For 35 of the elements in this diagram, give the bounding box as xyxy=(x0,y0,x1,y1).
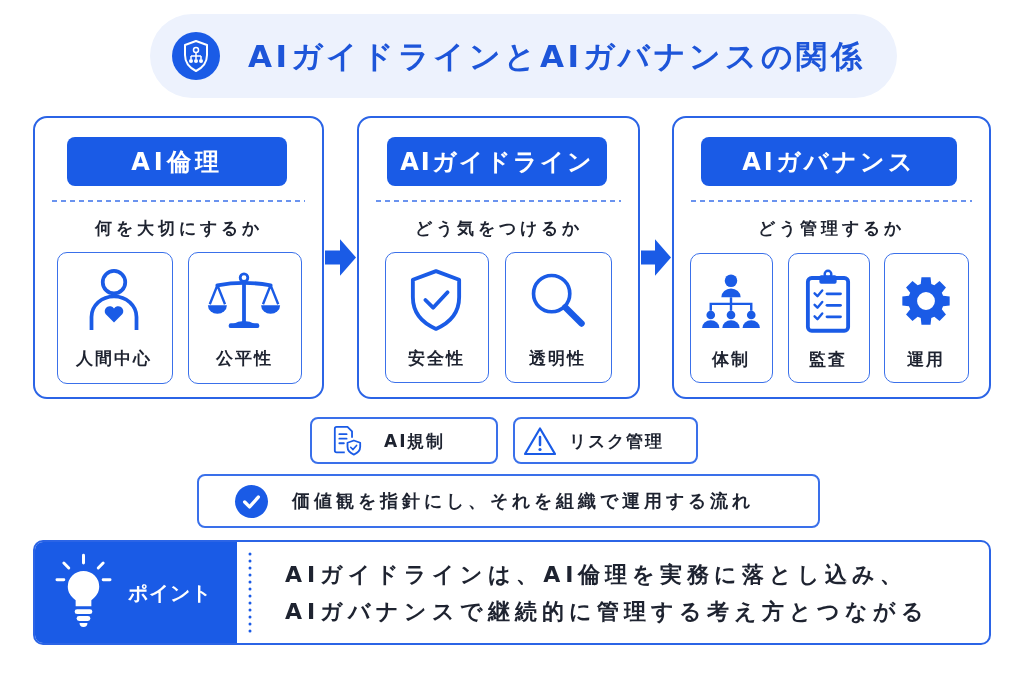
point-box xyxy=(33,540,991,645)
value-card xyxy=(385,252,489,383)
value-card xyxy=(505,252,612,383)
panel-subtitle: どう気をつけるか xyxy=(414,217,583,239)
value-card xyxy=(188,252,302,384)
topic-tag xyxy=(310,417,498,464)
point-text: AIガイドラインは、AI倫理を実務に落とし込み、AIガバナンスで継続的に管理する考え方とつながる xyxy=(285,561,931,626)
tag-label: リスク管理 xyxy=(569,429,664,452)
card-label: 透明性 xyxy=(529,347,587,369)
summary-banner xyxy=(197,474,820,528)
card-label: 公平性 xyxy=(215,347,273,369)
summary-text: 価値観を指針にし、それを組織で運用する流れ xyxy=(292,489,754,513)
card-label: 人間中心 xyxy=(76,347,153,369)
value-card xyxy=(788,253,870,383)
card-label: 安全性 xyxy=(407,347,465,369)
card-label: 体制 xyxy=(711,348,750,370)
category-panel xyxy=(33,116,324,399)
flow-arrow xyxy=(325,239,356,276)
card-label: 監査 xyxy=(809,348,848,370)
tag-label: AI規制 xyxy=(384,429,446,452)
panel-subtitle: どう管理するか xyxy=(758,217,905,239)
diagram-title: AIガイドラインとAIガバナンスの関係 xyxy=(248,37,866,76)
value-card xyxy=(884,253,969,383)
card-label: 運用 xyxy=(906,348,945,370)
point-heading: ポイント xyxy=(128,581,212,605)
topic-tag xyxy=(513,417,698,464)
value-card xyxy=(690,253,773,383)
panel-heading: AI倫理 xyxy=(67,137,287,186)
category-panel xyxy=(672,116,991,399)
flow-arrow xyxy=(641,239,671,276)
value-card xyxy=(57,252,173,384)
category-panel xyxy=(357,116,640,399)
panel-subtitle: 何を大切にするか xyxy=(94,217,263,239)
panel-heading: AIガバナンス xyxy=(701,137,957,186)
panel-heading: AIガイドライン xyxy=(387,137,607,186)
